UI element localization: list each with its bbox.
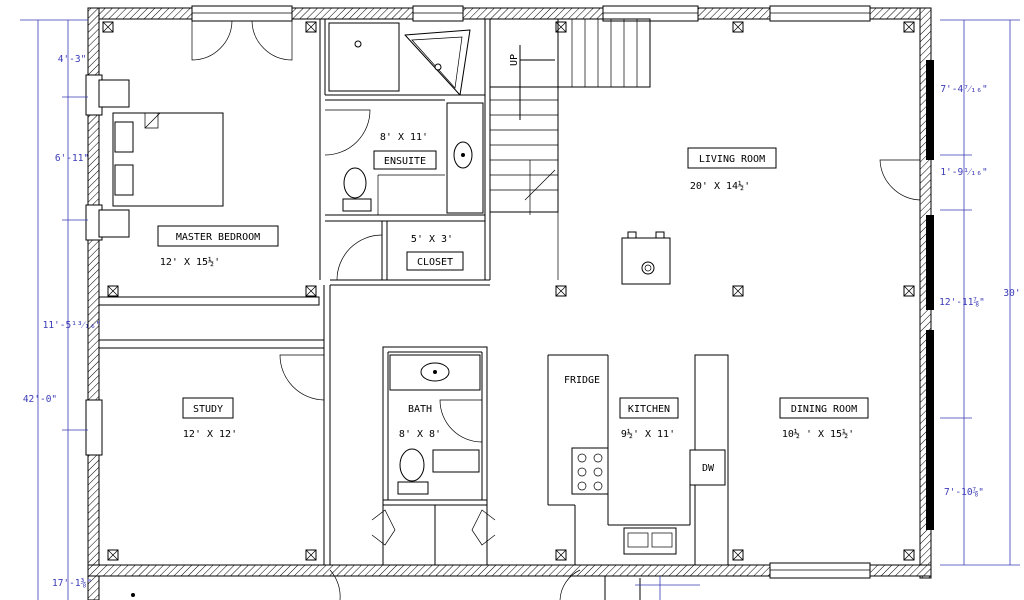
- sink: [623, 527, 677, 555]
- closet-name: CLOSET: [417, 257, 453, 268]
- dim-left-4: 42'-0": [23, 394, 57, 405]
- dim-left-2: 6'-11": [55, 153, 89, 164]
- bottom-partial: [98, 576, 700, 600]
- dim-right-1: 7'-4⁷⁄₁₆": [940, 84, 987, 95]
- living-room-size: 20' X 14½': [690, 180, 750, 192]
- exterior-walls: [87, 7, 932, 600]
- interior-walls: [98, 19, 729, 566]
- dining-room-name: DINING ROOM: [791, 404, 857, 415]
- master-bedroom-size: 12' X 15½': [160, 256, 220, 268]
- dim-right-3: 12'-11⅞": [939, 297, 985, 308]
- right-windows: [926, 60, 934, 530]
- living-room-name: LIVING ROOM: [699, 154, 765, 165]
- ensuite-fixtures: [328, 22, 484, 215]
- dishwasher: [689, 449, 726, 486]
- stove: [571, 447, 609, 495]
- closet-size: 5' X 3': [411, 234, 453, 245]
- bath-size: 8' X 8': [399, 429, 441, 440]
- doors: [191, 20, 921, 600]
- bed: [98, 79, 224, 238]
- dim-left-1: 4'-3": [58, 54, 87, 65]
- dishwasher-label: DW: [702, 463, 715, 474]
- study-size: 12' X 12': [183, 429, 237, 440]
- room-labels: MASTER BEDROOM 12' X 15½' 8' X 11' ENSUI…: [157, 132, 869, 474]
- kitchen-appliances: [571, 447, 726, 555]
- dim-right-2: 1'-9¹⁄₁₆": [940, 167, 987, 178]
- dim-left-3: 11'-5¹³⁄₁₆": [43, 320, 102, 331]
- stair-up-label: UP: [509, 54, 520, 66]
- bath-name: BATH: [408, 404, 432, 415]
- bottom-windows: [769, 562, 871, 579]
- kitchen-size: 9½' X 11': [621, 428, 675, 440]
- structural-columns: [102, 21, 915, 561]
- ensuite-size: 8' X 11': [380, 132, 428, 143]
- dim-right-5: 7'-10⅞": [944, 487, 984, 498]
- bath-fixtures: [371, 354, 496, 546]
- top-windows: [191, 5, 871, 22]
- ensuite-name: ENSUITE: [384, 156, 426, 167]
- staircase: UP: [489, 18, 651, 280]
- dim-right-4: 30': [1003, 288, 1020, 299]
- dim-left-5: 17'-1⅜": [52, 578, 92, 589]
- dining-room-size: 10½ ' X 15½': [782, 428, 854, 440]
- kitchen-name: KITCHEN: [628, 404, 670, 415]
- left-dimensions: 4'-3" 6'-11" 11'-5¹³⁄₁₆" 42'-0" 17'-1⅜": [20, 19, 102, 600]
- master-bedroom-name: MASTER BEDROOM: [176, 232, 260, 243]
- study-name: STUDY: [193, 404, 223, 415]
- right-dimensions: 7'-4⁷⁄₁₆" 1'-9¹⁄₁₆" 12'-11⅞" 30' 7'-10⅞": [939, 19, 1021, 566]
- fridge-label: FRIDGE: [564, 375, 600, 386]
- living-room-table: [621, 231, 671, 285]
